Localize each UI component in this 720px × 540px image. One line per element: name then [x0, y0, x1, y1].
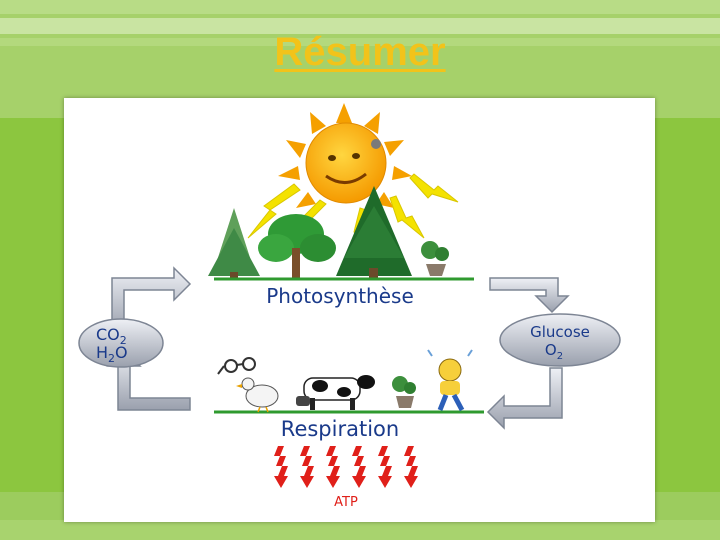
photosynthesis-label: Photosynthèse	[266, 284, 414, 308]
co2-subscript: 2	[120, 334, 127, 347]
cycle-diagram: Photosynthèse Respiration CO2 H2O	[64, 98, 655, 522]
header-stripe	[0, 18, 720, 34]
footer-band	[0, 520, 720, 540]
header-stripe	[0, 38, 720, 46]
slide-title: Résumer	[274, 30, 446, 74]
potted-plant-icon	[421, 241, 449, 276]
respiration-label: Respiration	[281, 417, 399, 441]
cycle-arrow-bottom-right	[486, 367, 563, 430]
potted-plant-icon	[392, 376, 416, 408]
svg-text:H2O: H2O	[96, 343, 128, 365]
cycle-arrow-top-right	[489, 277, 570, 314]
tree-icon	[336, 186, 412, 280]
header-stripe	[0, 0, 720, 14]
tree-icon	[258, 214, 336, 278]
h2o-text: H	[96, 343, 108, 362]
glucose-text: Glucose	[530, 323, 590, 341]
o2-text: O	[545, 341, 557, 359]
sun-icon	[278, 103, 412, 208]
glucose-o2-bubble: Glucose O2	[499, 313, 621, 367]
tree-icon	[208, 208, 260, 280]
co2-text: CO	[96, 325, 120, 344]
co2-h2o-bubble: CO2 H2O	[78, 318, 164, 368]
svg-text:O2: O2	[545, 341, 563, 362]
svg-text:CO2: CO2	[96, 325, 127, 347]
cycle-arrow-top-left	[111, 266, 192, 333]
heat-arrows	[274, 446, 418, 488]
chicken-icon	[236, 377, 279, 413]
h2o-subscript: 2	[108, 352, 115, 365]
h2o-text-o: O	[115, 343, 128, 362]
person-icon	[427, 349, 473, 412]
atp-label: ATP	[334, 495, 358, 510]
cow-icon	[296, 375, 375, 410]
o2-subscript: 2	[557, 351, 563, 362]
glasses-icon	[217, 357, 256, 375]
